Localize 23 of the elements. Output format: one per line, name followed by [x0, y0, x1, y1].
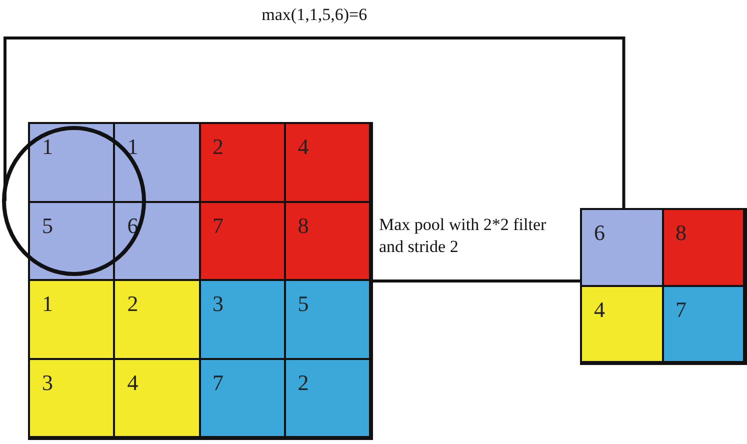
grid-cell: 7: [662, 284, 745, 363]
grid-cell: 4: [284, 122, 371, 202]
grid-cell: 5: [284, 279, 371, 360]
grid-cell: 3: [28, 358, 116, 438]
pooling-window-circle: [0, 125, 148, 277]
grid-cell: 4: [113, 358, 200, 438]
grid-cell: 2: [113, 279, 200, 360]
grid-cell: 4: [580, 284, 664, 363]
output-grid: [580, 208, 747, 365]
grid-cell: 2: [198, 122, 286, 202]
connector-line: [373, 280, 580, 282]
grid-cell: 2: [284, 358, 371, 438]
grid-cell: 3: [198, 279, 286, 360]
grid-cell: 7: [198, 358, 286, 438]
input-grid: [28, 122, 373, 440]
grid-cell: 1: [113, 122, 200, 202]
grid-cell: 1: [28, 122, 116, 202]
connector-line: [4, 36, 626, 208]
grid-cell: 8: [662, 208, 745, 286]
grid-cell: 1: [28, 279, 116, 360]
grid-cell: 8: [284, 200, 371, 281]
grid-cell: 6: [580, 208, 664, 286]
grid-cell: 7: [198, 200, 286, 281]
